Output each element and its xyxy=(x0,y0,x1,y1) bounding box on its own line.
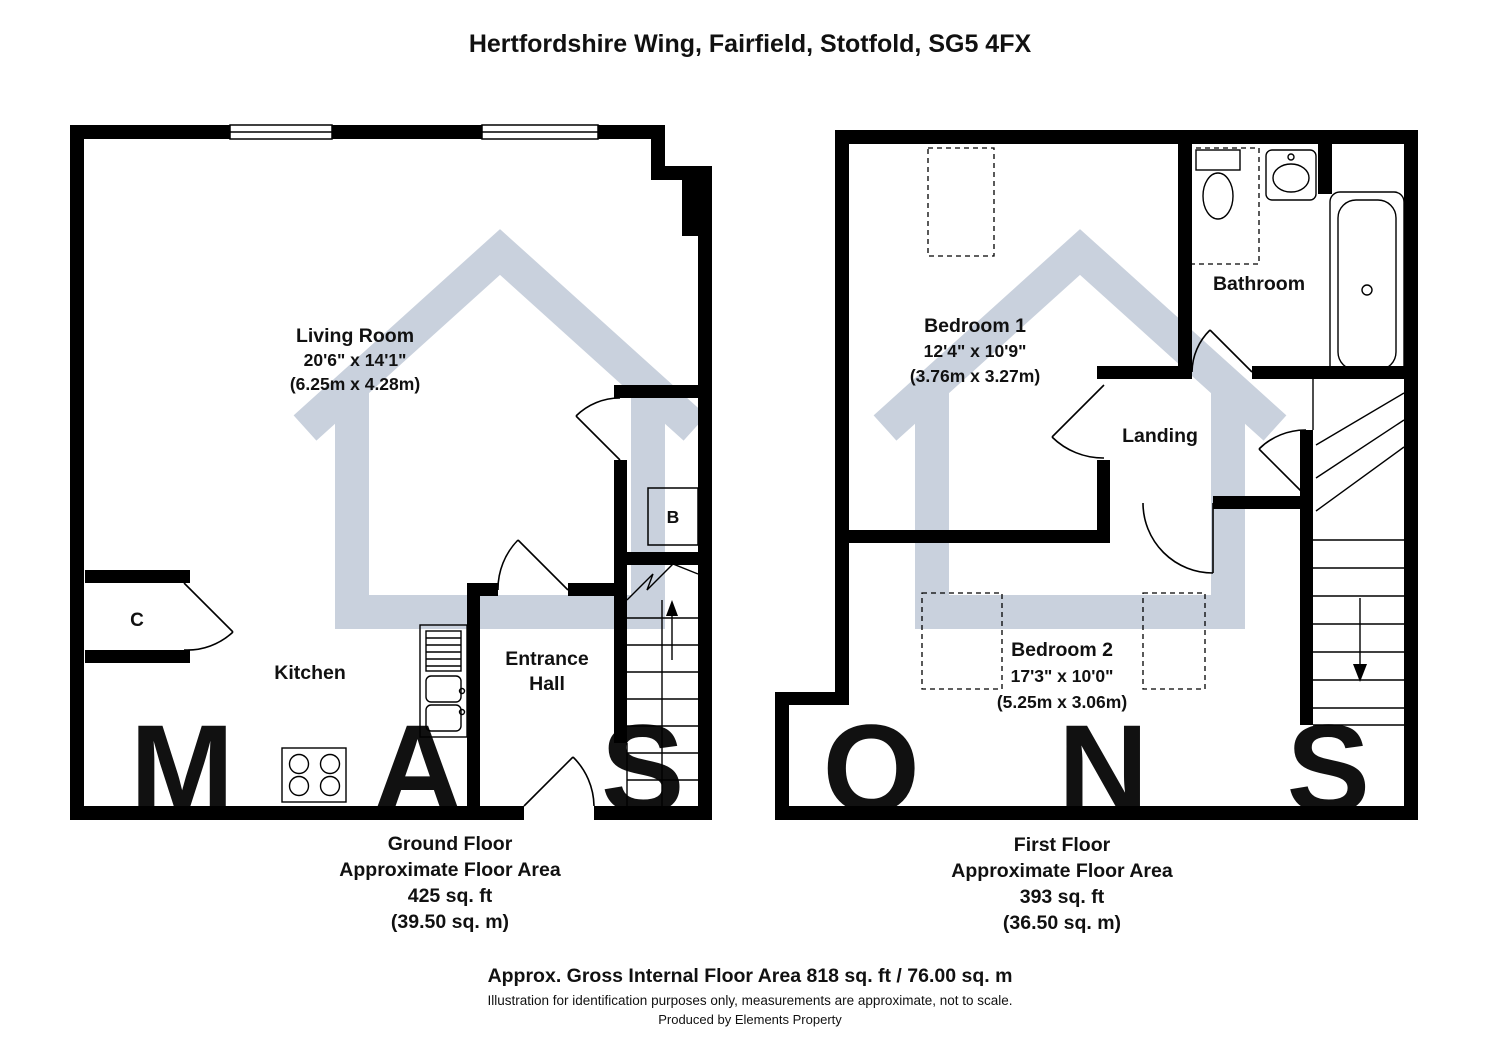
winder xyxy=(1315,419,1405,479)
entrance-hall-label-line2: Hall xyxy=(529,673,565,695)
wardrobe-outline xyxy=(921,592,1003,690)
first-floor-area-label: Approximate Floor Area xyxy=(951,860,1173,882)
bedroom2-label: Bedroom 2 xyxy=(1011,639,1113,661)
tap xyxy=(1287,153,1295,161)
watermark-house-body xyxy=(915,388,1245,629)
bathroom-door xyxy=(1191,329,1253,373)
first-floor-walls xyxy=(775,130,1418,820)
first-floor-area-ft: 393 sq. ft xyxy=(1020,886,1105,908)
fixture-dashed-outline xyxy=(1186,147,1260,265)
kitchen-sink-unit-icon xyxy=(419,624,468,738)
sink-bowl xyxy=(425,704,462,732)
basin-icon xyxy=(1265,149,1317,201)
cupboard-door xyxy=(183,582,234,651)
tap xyxy=(458,687,466,695)
watermark-house-body xyxy=(335,388,665,629)
bedroom2-dims-metric: (5.25m x 3.06m) xyxy=(997,692,1127,712)
first-floor-area-m: (36.50 sq. m) xyxy=(1003,912,1121,934)
ground-floor-stairs xyxy=(626,563,699,806)
living-room-label: Living Room xyxy=(296,325,414,347)
toilet-icon xyxy=(1195,149,1241,220)
bedroom1-label: Bedroom 1 xyxy=(924,315,1026,337)
hall-door xyxy=(497,539,569,591)
bedroom2-dims-imperial: 17'3" x 10'0" xyxy=(1011,666,1114,686)
living-room-dims-metric: (6.25m x 4.28m) xyxy=(290,374,420,394)
stair-break-line xyxy=(626,563,699,601)
producer-text: Produced by Elements Property xyxy=(658,1012,842,1027)
furniture-dashed-outlines xyxy=(921,147,1206,690)
wardrobe-outline xyxy=(927,147,995,257)
watermark-house-roof xyxy=(293,229,707,441)
bedroom1-dims-imperial: 12'4" x 10'9" xyxy=(924,341,1027,361)
wardrobe-outline xyxy=(1142,592,1206,690)
store-door xyxy=(575,397,621,461)
ground-floor-windows xyxy=(229,124,599,140)
winder xyxy=(1315,446,1405,512)
first-floor-name: First Floor xyxy=(1014,834,1111,856)
front-door xyxy=(523,756,595,807)
sink-bowl xyxy=(425,675,462,703)
disclaimer-text: Illustration for identification purposes… xyxy=(487,993,1012,1008)
entrance-hall-label-line1: Entrance xyxy=(505,648,589,670)
ground-floor-doors xyxy=(183,397,621,807)
ground-floor-name: Ground Floor xyxy=(388,833,513,855)
bathroom-label: Bathroom xyxy=(1213,273,1305,295)
first-floor-plan: Bedroom 1 12'4" x 10'9" (3.76m x 3.27m) … xyxy=(775,130,1418,934)
landing-label: Landing xyxy=(1122,425,1198,447)
hob-icon xyxy=(281,747,347,803)
bedroom2-door xyxy=(1142,502,1214,574)
page-title: Hertfordshire Wing, Fairfield, Stotfold,… xyxy=(469,30,1032,58)
ground-floor-caption: Ground Floor Approximate Floor Area 425 … xyxy=(339,833,561,933)
drain xyxy=(1361,284,1373,296)
first-floor-caption: First Floor Approximate Floor Area 393 s… xyxy=(951,834,1173,934)
ground-floor-area-m: (39.50 sq. m) xyxy=(391,911,509,933)
tap xyxy=(458,708,466,716)
watermark-house-roof xyxy=(873,229,1287,441)
watermark-house-right xyxy=(873,229,1287,629)
drainer xyxy=(425,630,462,672)
cupboard-label: C xyxy=(130,610,144,631)
bathtub-icon xyxy=(1329,191,1405,379)
first-floor-labels: Bedroom 1 12'4" x 10'9" (3.76m x 3.27m) … xyxy=(910,273,1305,712)
ground-floor-area-label: Approximate Floor Area xyxy=(339,859,561,881)
stairs-down-arrowhead xyxy=(1353,664,1367,682)
winder xyxy=(1315,392,1405,446)
first-floor-doors xyxy=(1051,329,1307,574)
bedroom1-dims-metric: (3.76m x 3.27m) xyxy=(910,366,1040,386)
ground-floor-walls xyxy=(70,125,712,820)
boiler-label: B xyxy=(667,507,680,527)
ground-floor-area-ft: 425 sq. ft xyxy=(408,885,493,907)
gross-area-text: Approx. Gross Internal Floor Area 818 sq… xyxy=(488,965,1013,987)
bathroom-fixtures xyxy=(1186,147,1405,379)
stairs-up-arrowhead xyxy=(666,600,678,616)
kitchen-label: Kitchen xyxy=(274,662,346,684)
first-floor-stairs xyxy=(1312,379,1405,726)
boiler-box xyxy=(647,487,699,546)
living-room-dims-imperial: 20'6" x 14'1" xyxy=(304,350,407,370)
ground-floor-plan: Living Room 20'6" x 14'1" (6.25m x 4.28m… xyxy=(70,124,712,933)
ground-floor-labels: Living Room 20'6" x 14'1" (6.25m x 4.28m… xyxy=(130,325,679,695)
stairs-door xyxy=(1258,429,1307,497)
footer: Approx. Gross Internal Floor Area 818 sq… xyxy=(487,965,1012,1027)
bedroom1-door xyxy=(1051,384,1105,459)
